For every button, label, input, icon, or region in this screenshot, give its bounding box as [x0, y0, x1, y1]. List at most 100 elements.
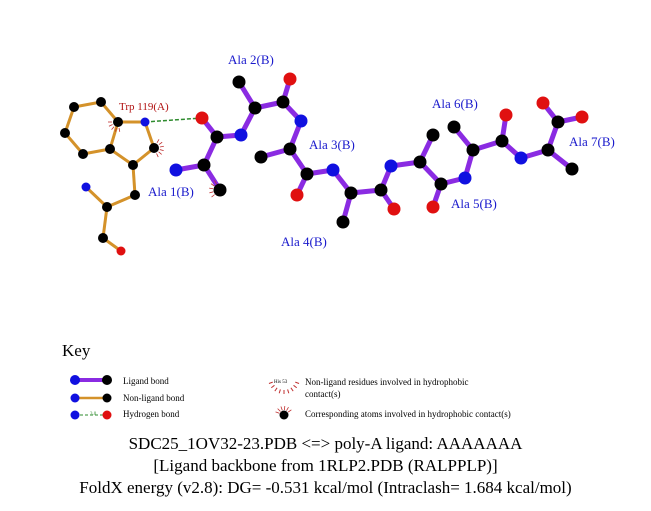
key-hydrophobic-residue-icon — [287, 389, 290, 394]
key-hydrophobic-residue-icon — [268, 381, 273, 384]
oxygen-atom — [499, 108, 513, 122]
carbon-atom — [102, 202, 112, 212]
nitrogen-atom — [384, 159, 398, 173]
hydrophobic-contact-mark — [115, 127, 117, 132]
key-contact-atom-mark — [275, 411, 280, 414]
nitrogen-atom — [169, 163, 183, 177]
carbon-atom — [78, 149, 88, 159]
key-hydrophobic-residue-icon — [290, 387, 294, 392]
hydrophobic-contact-mark — [156, 153, 159, 158]
nitrogen-atom — [326, 163, 340, 177]
key-hydrophobic-residue-icon — [293, 384, 297, 389]
nonligand-bond — [101, 206, 109, 239]
caption-line-1: SDC25_1OV32-23.PDB <=> poly-A ligand: AA… — [128, 434, 523, 453]
key-ligand-bond-label: Ligand bond — [123, 376, 169, 386]
nitrogen-atom — [234, 128, 248, 142]
oxygen-atom — [575, 110, 589, 124]
carbon-atom — [276, 95, 290, 109]
carbon-atom — [447, 120, 461, 134]
carbon-atom — [210, 130, 224, 144]
residue-label-ala3: Ala 3(B) — [309, 137, 355, 152]
nitrogen-atom — [81, 182, 91, 192]
key-contact-atom-mark — [287, 409, 292, 413]
nonligand-bond — [131, 164, 137, 196]
key-oxygen-atom — [102, 410, 112, 420]
key-carbon-atom — [102, 393, 112, 403]
carbon-atom — [495, 134, 509, 148]
carbon-atom — [434, 177, 448, 191]
oxygen-atom — [290, 188, 304, 202]
carbon-atom — [551, 115, 565, 129]
key-example-residue: His 53 — [274, 380, 288, 385]
hydrophobic-contact-mark — [211, 194, 215, 198]
hydrophobic-contact-mark — [210, 183, 215, 187]
hydrophobic-contact-mark — [108, 124, 113, 127]
caption-line-3: FoldX energy (v2.8): DG= -0.531 kcal/mol… — [79, 478, 572, 497]
key-nitrogen-atom — [70, 375, 80, 385]
carbon-atom — [413, 155, 427, 169]
caption-line-2: [Ligand backbone from 1RLP2.PDB (RALPPLP… — [153, 456, 498, 475]
oxygen-atom — [426, 200, 440, 214]
hydrophobic-contact-mark — [214, 180, 217, 185]
hydrophobic-contact-mark — [159, 149, 164, 151]
oxygen-atom — [536, 96, 550, 110]
residue-label-ala2: Ala 2(B) — [228, 52, 274, 67]
carbon-atom — [565, 162, 579, 176]
key-hbond-distance: 3.0 — [90, 412, 97, 417]
key-carbon-atom — [102, 375, 112, 385]
carbon-atom — [248, 101, 262, 115]
carbon-atom — [300, 167, 314, 181]
key-nonligand-bond-label: Non-ligand bond — [123, 393, 185, 403]
carbon-atom — [213, 183, 227, 197]
key-hydrophobic-residue-icon — [274, 387, 278, 392]
nitrogen-atom — [140, 117, 150, 127]
hydrophobic-contact-mark — [209, 187, 214, 190]
carbon-atom — [60, 128, 70, 138]
carbon-atom — [336, 215, 350, 229]
carbon-atom — [105, 144, 115, 154]
key-title: Key — [62, 341, 91, 360]
carbon-atom — [541, 143, 555, 157]
carbon-atom — [128, 160, 138, 170]
carbon-atom — [96, 97, 106, 107]
carbon-atom — [149, 143, 159, 153]
key-nitrogen-atom — [70, 410, 80, 420]
hydrophobic-contact-mark — [156, 139, 160, 144]
hydrophobic-contact-mark — [159, 145, 164, 148]
oxygen-atom — [116, 246, 126, 256]
key-hydrophobic-residue-icon — [295, 381, 300, 384]
key-hydrophobic-residue-icon — [271, 384, 275, 389]
carbon-atom — [426, 128, 440, 142]
residue-label-trp119: Trp 119(A) — [119, 101, 169, 113]
carbon-atom — [69, 102, 79, 112]
hydrophobic-contact-mark — [111, 126, 115, 130]
key-nonligand-residues-label-2: contact(s) — [305, 389, 341, 399]
nitrogen-atom — [294, 114, 308, 128]
carbon-atom — [283, 142, 297, 156]
carbon-atom — [374, 183, 388, 197]
carbon-atom — [466, 143, 480, 157]
hydrophobic-contact-mark — [209, 191, 214, 194]
hydrogen-bond — [144, 117, 203, 123]
key-hbond-label: Hydrogen bond — [123, 409, 180, 419]
key-contact-atom-mark — [277, 408, 281, 412]
nonligand-bond — [106, 193, 136, 209]
carbon-atom — [344, 186, 358, 200]
carbon-atom — [254, 150, 268, 164]
residue-label-ala1: Ala 1(B) — [148, 184, 194, 199]
residue-label-ala5: Ala 5(B) — [451, 196, 497, 211]
carbon-atom — [232, 75, 246, 89]
nitrogen-atom — [458, 171, 472, 185]
key-hydrophobic-residue-icon — [278, 389, 281, 394]
hydrophobic-contact-mark — [158, 151, 162, 155]
key-contact-atom — [279, 410, 289, 420]
oxygen-atom — [387, 202, 401, 216]
carbon-atom — [130, 190, 140, 200]
key-nonligand-residues-label-1: Non-ligand residues involved in hydropho… — [305, 377, 469, 387]
key-corresponding-atoms-label: Corresponding atoms involved in hydropho… — [305, 409, 511, 419]
hydrophobic-contact-mark — [158, 141, 163, 145]
oxygen-atom — [195, 111, 209, 125]
carbon-atom — [197, 158, 211, 172]
